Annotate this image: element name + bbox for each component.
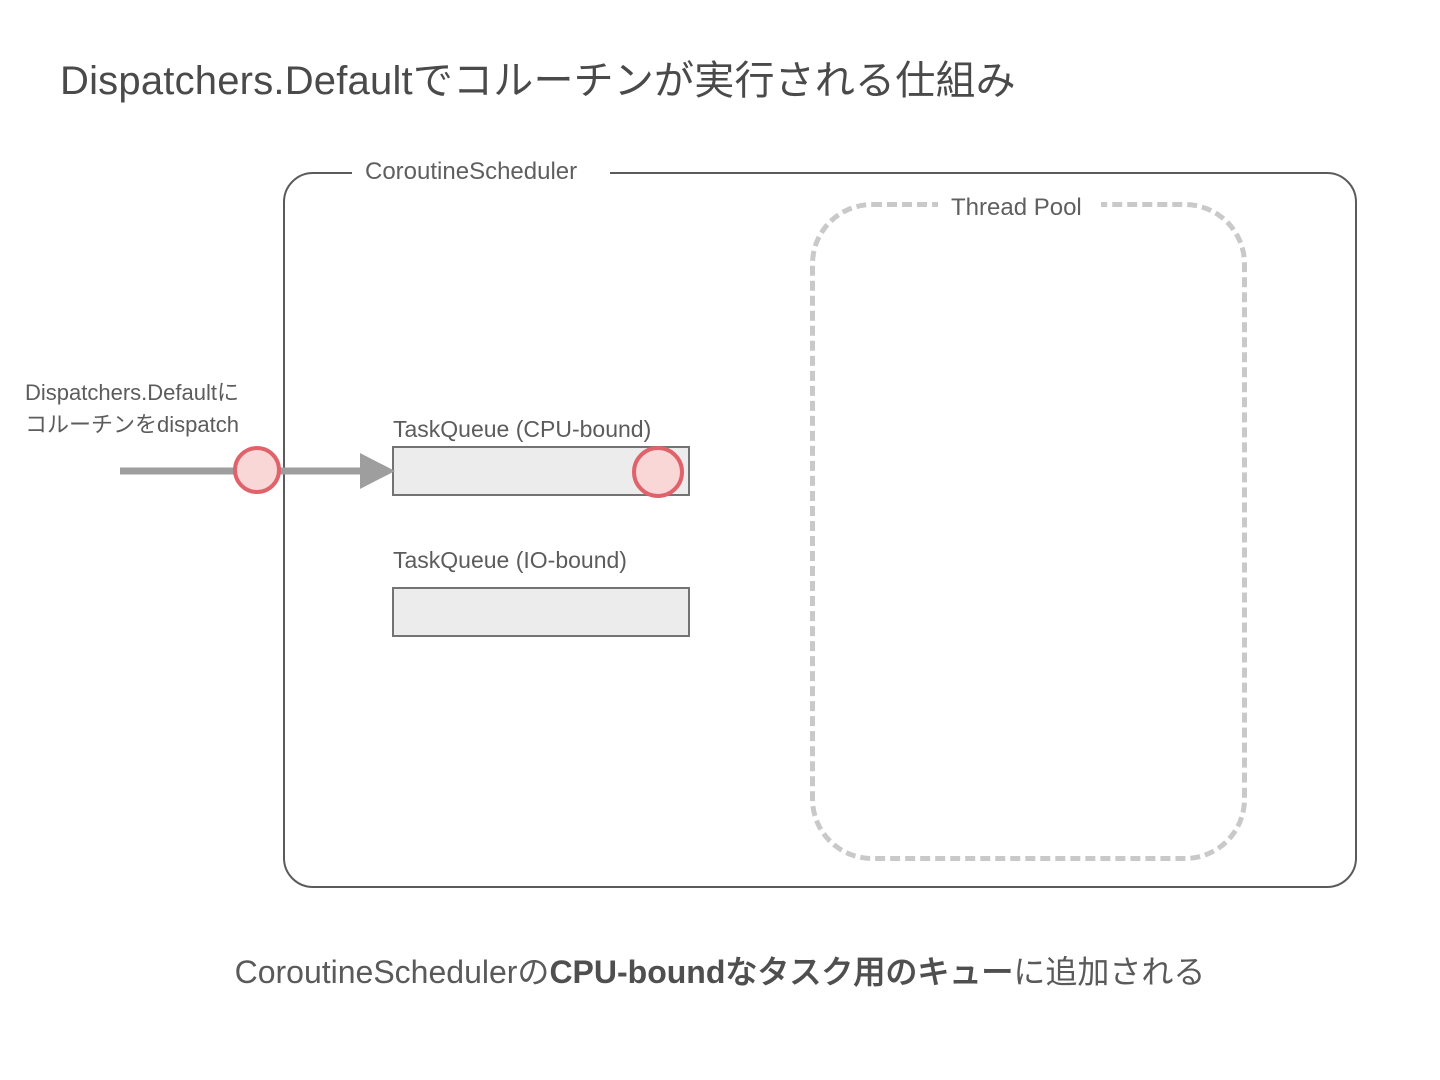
dispatch-caption-line-1: Dispatchers.Defaultに xyxy=(25,380,239,405)
taskqueue-io-bound-label: TaskQueue (IO-bound) xyxy=(393,547,627,573)
page-title: Dispatchers.Defaultでコルーチンが実行される仕組み xyxy=(60,59,1016,103)
coroutine-scheduler-container xyxy=(283,172,1357,888)
coroutine-token-icon xyxy=(632,446,684,498)
thread-pool-label-gap xyxy=(938,192,1101,220)
scheduler-label-gap xyxy=(352,160,610,186)
dispatch-caption-line-2: コルーチンをdispatch xyxy=(25,412,239,437)
bottom-caption-prefix: CoroutineSchedulerの xyxy=(234,954,550,990)
thread-pool-label: Thread Pool xyxy=(951,194,1082,221)
coroutine-scheduler-label: CoroutineScheduler xyxy=(365,158,578,185)
dispatch-caption: Dispatchers.Defaultに コルーチンをdispatch xyxy=(25,377,239,441)
taskqueue-io-bound-box xyxy=(392,587,690,637)
dispatched-coroutine-token-icon xyxy=(233,446,281,494)
thread-pool-container xyxy=(810,202,1247,861)
bottom-caption: CoroutineSchedulerのCPU-boundなタスク用のキューに追加… xyxy=(0,947,1440,993)
taskqueue-cpu-bound-label: TaskQueue (CPU-bound) xyxy=(393,416,652,442)
bottom-caption-emphasis: CPU-boundなタスク用のキュー xyxy=(549,954,1014,990)
bottom-caption-suffix: に追加される xyxy=(1013,954,1206,990)
